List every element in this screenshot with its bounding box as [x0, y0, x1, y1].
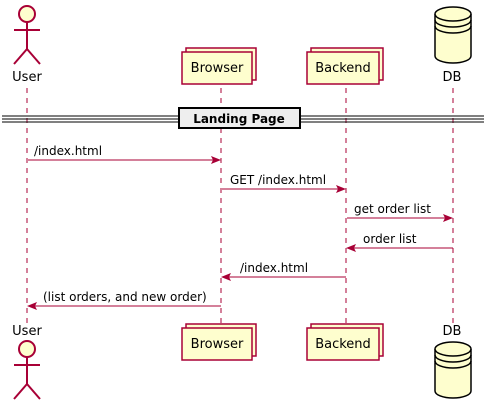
participant-label: Backend	[315, 61, 371, 76]
message-label: get order list	[354, 202, 431, 216]
actor-stick-figure-icon	[13, 5, 41, 65]
message-1: /index.html	[28, 144, 221, 164]
message-label: (list orders, and new order)	[43, 290, 207, 304]
arrowhead-left-icon	[346, 244, 356, 252]
divider-label-box	[178, 107, 301, 129]
database-cylinder-icon	[434, 341, 472, 399]
message-4: order list	[346, 232, 453, 252]
messages: /index.html GET /index.html get order li…	[27, 144, 453, 310]
collections-box-icon	[181, 47, 257, 85]
participant-label: User	[12, 70, 42, 85]
participant-user-bottom: User	[12, 324, 42, 400]
message-label: /index.html	[240, 261, 308, 275]
message-2: GET /index.html	[222, 173, 346, 193]
participant-label: DB	[443, 324, 462, 339]
message-label: /index.html	[34, 144, 102, 158]
participant-backend-bottom: Backend	[306, 323, 384, 361]
participant-browser-bottom: Browser	[181, 323, 257, 361]
participant-backend-top: Backend	[306, 47, 384, 85]
database-cylinder-icon	[434, 6, 472, 64]
arrowhead-right-icon	[443, 214, 453, 222]
message-label: order list	[363, 232, 417, 246]
participant-label: Backend	[315, 337, 371, 352]
section-divider: Landing Page	[2, 107, 484, 129]
participant-label: User	[12, 324, 42, 339]
collections-box-icon	[181, 323, 257, 361]
divider-label: Landing Page	[193, 112, 285, 126]
message-6: (list orders, and new order)	[27, 290, 221, 310]
collections-box-icon	[306, 47, 384, 85]
arrowhead-left-icon	[27, 302, 37, 310]
message-3: get order list	[347, 202, 453, 222]
arrowhead-left-icon	[221, 273, 231, 281]
participant-db-top: DB	[434, 6, 472, 85]
participant-browser-top: Browser	[181, 47, 257, 85]
collections-box-icon	[306, 323, 384, 361]
arrowhead-right-icon	[211, 156, 221, 164]
participant-label: Browser	[191, 61, 244, 76]
arrowhead-right-icon	[336, 185, 346, 193]
participant-db-bottom: DB	[434, 324, 472, 399]
message-label: GET /index.html	[230, 173, 326, 187]
participant-label: DB	[443, 70, 462, 85]
participant-label: Browser	[191, 337, 244, 352]
message-5: /index.html	[221, 261, 346, 281]
participant-user-top: User	[12, 5, 42, 85]
actor-stick-figure-icon	[13, 340, 41, 400]
